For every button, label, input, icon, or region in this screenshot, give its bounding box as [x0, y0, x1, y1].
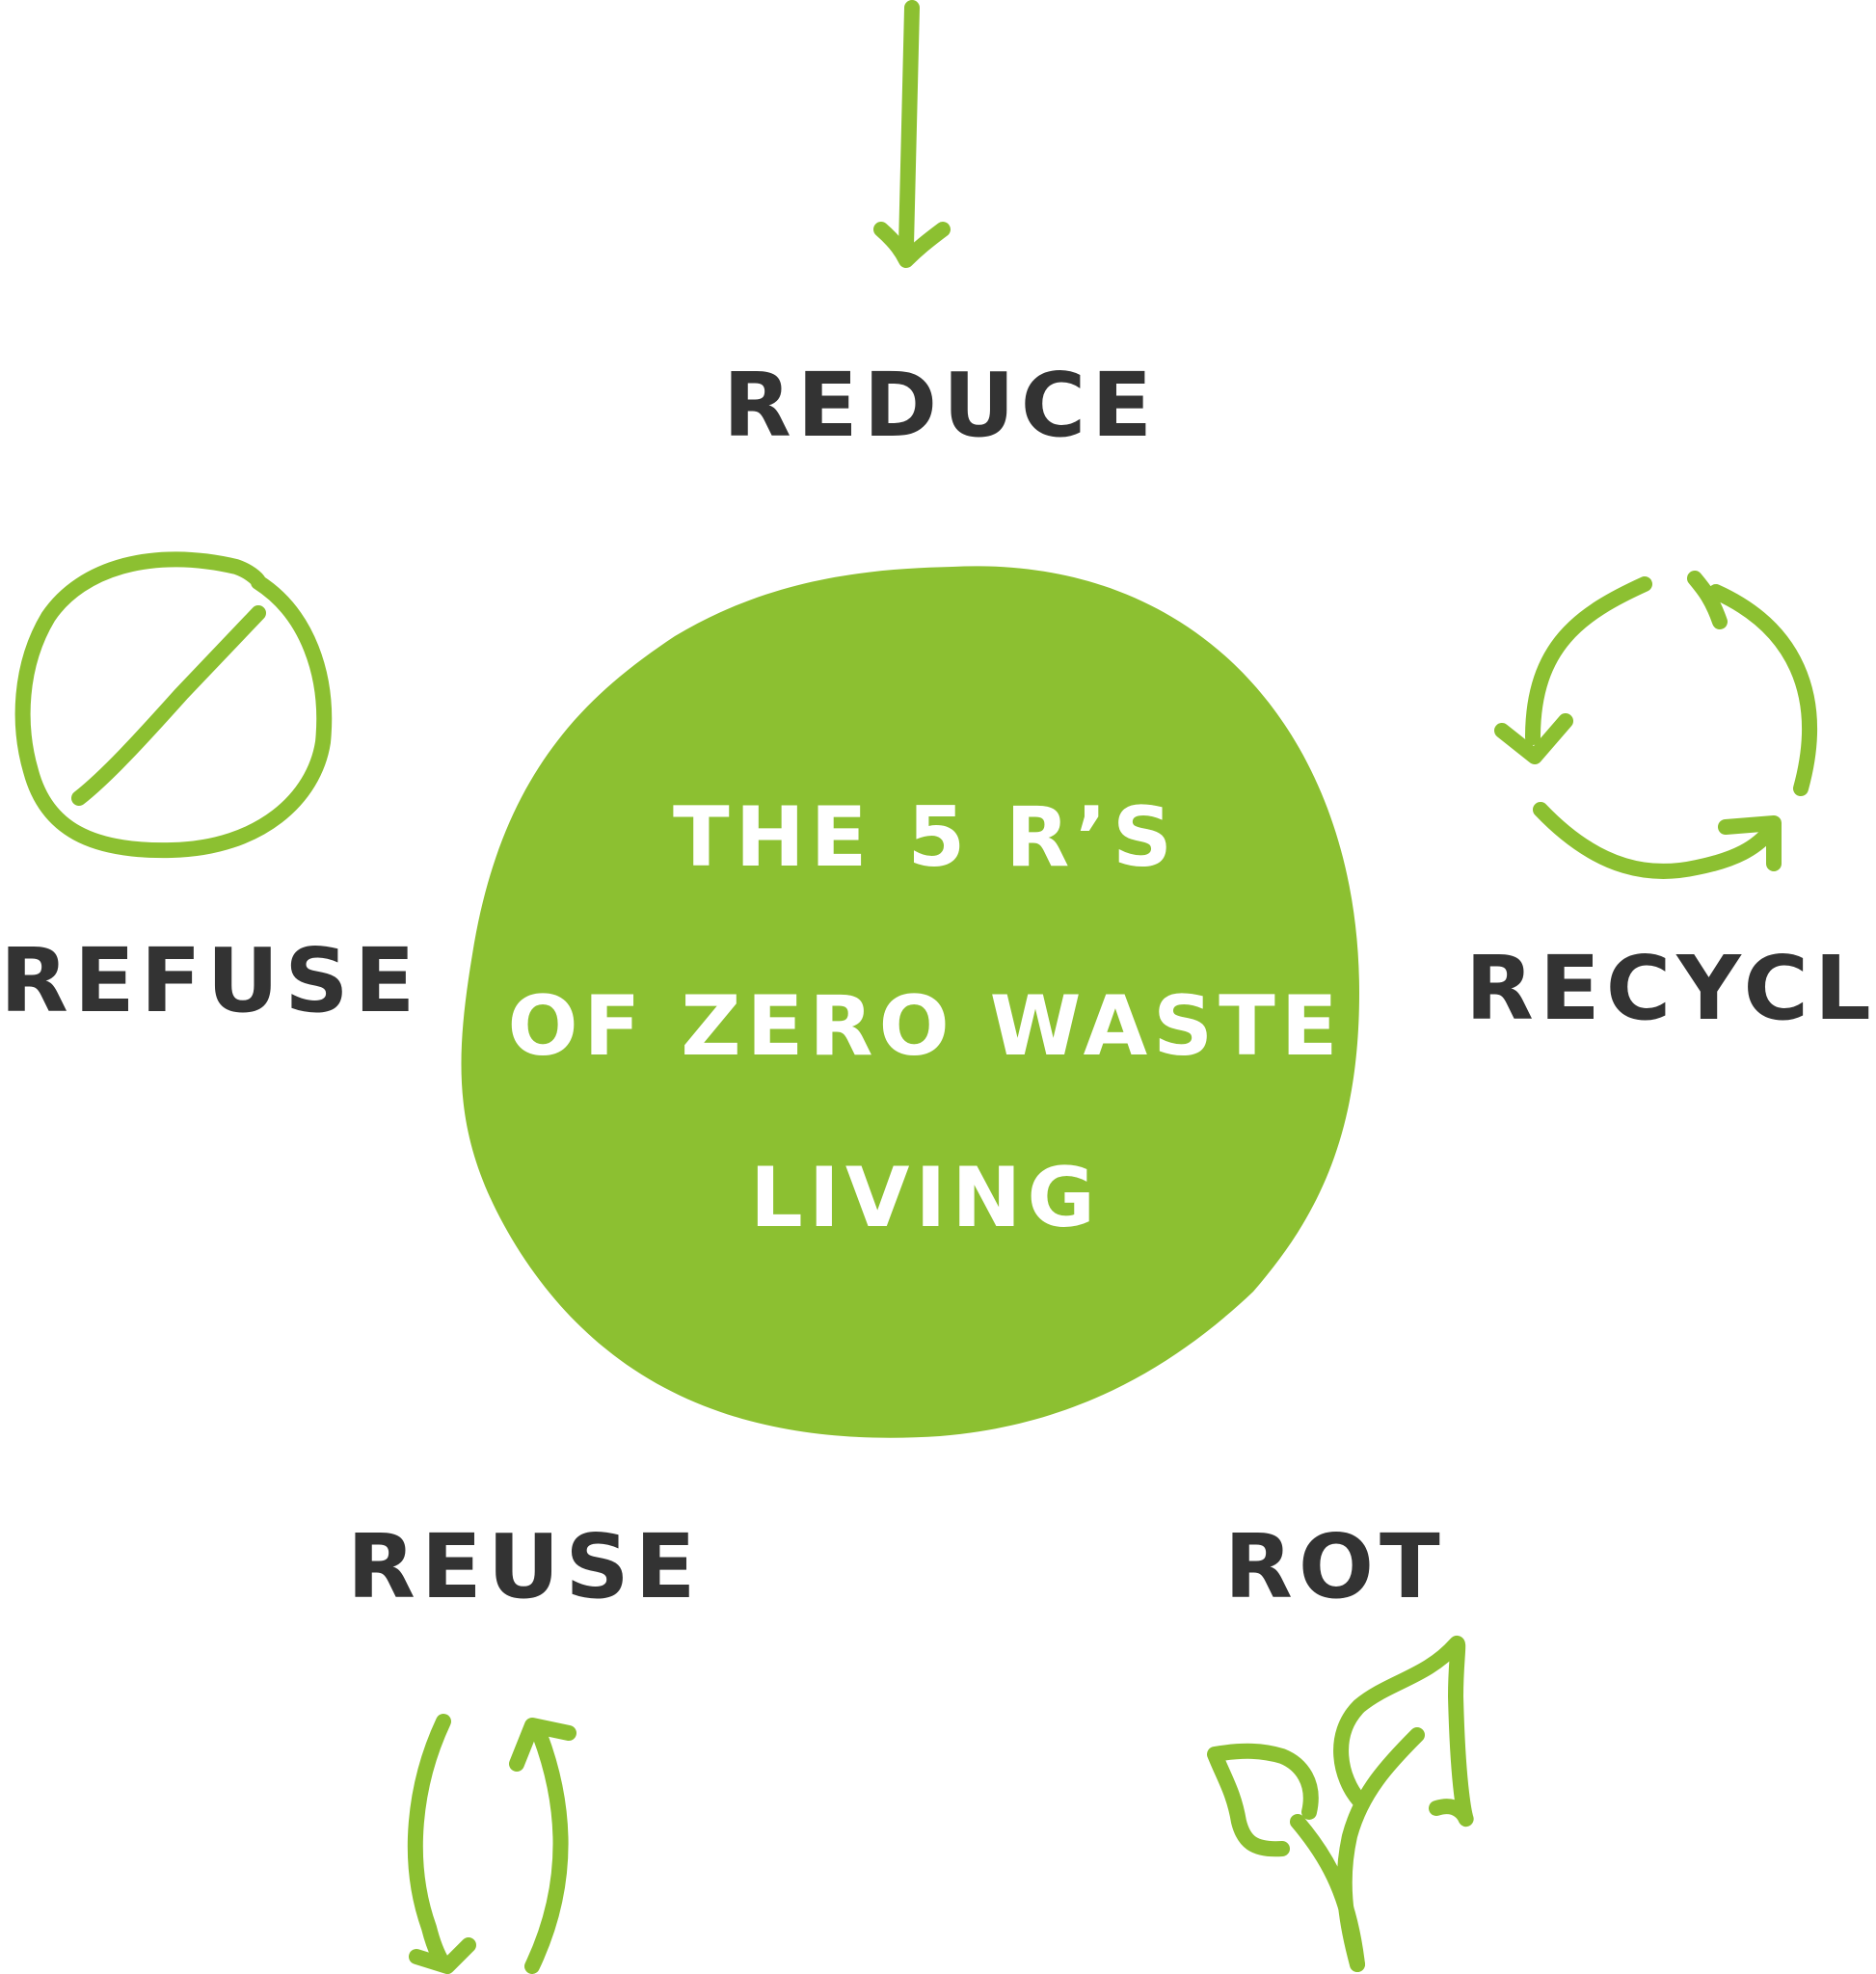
down-arrow-icon — [873, 0, 951, 268]
center-title-line-2: OF ZERO WASTE — [507, 978, 1344, 1075]
label-reduce: REDUCE — [723, 354, 1159, 457]
reuse-arrows-icon — [407, 1714, 576, 1974]
prohibited-icon — [14, 551, 333, 859]
label-rot: ROT — [1224, 1515, 1446, 1618]
label-refuse: REFUSE — [0, 929, 421, 1032]
center-title-line-1: THE 5 R’S — [673, 789, 1178, 886]
sprout-icon — [1207, 1635, 1474, 1972]
label-recycle: RECYCLE — [1465, 937, 1876, 1040]
label-reuse: REUSE — [347, 1515, 702, 1618]
recycle-icon — [1494, 571, 1817, 879]
center-blob — [461, 566, 1360, 1438]
center-title-line-3: LIVING — [750, 1150, 1101, 1246]
